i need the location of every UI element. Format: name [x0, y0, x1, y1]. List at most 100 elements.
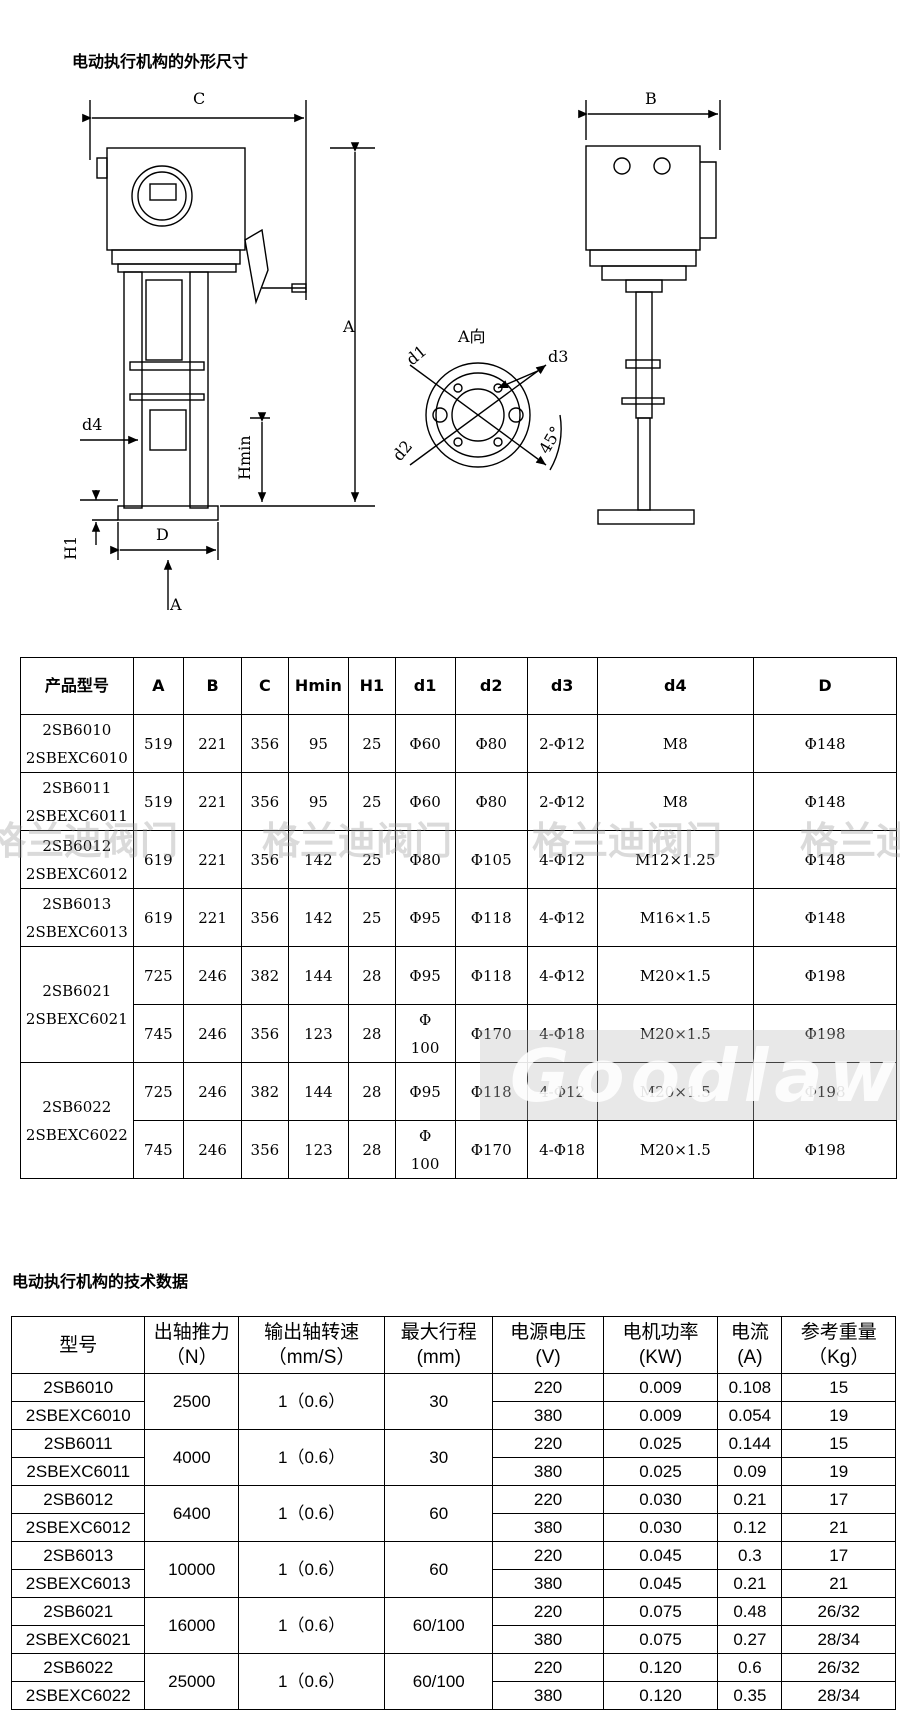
tech-data-table: 型号出轴推力（N）输出轴转速（mm/S）最大行程(mm)电源电压(V)电机功率(… — [10, 1316, 896, 1710]
tech-value-cell: 0.48 — [717, 1597, 783, 1626]
tech-model-cell: 2SB6022 — [10, 1653, 146, 1682]
tech-speed-cell: 1（0.6） — [238, 1597, 386, 1654]
dim-value-cell: 28 — [348, 946, 396, 1005]
tech-model-cell: 2SBEXC6013 — [10, 1569, 146, 1598]
dim-value-cell: 619 — [132, 888, 185, 947]
tech-model-cell: 2SBEXC6022 — [10, 1681, 146, 1710]
dim-label-a-arrow: A — [169, 595, 182, 614]
dim-value-cell: 246 — [183, 1004, 243, 1063]
tech-value-cell: 0.21 — [717, 1569, 783, 1598]
dim-value-cell: 382 — [241, 1062, 289, 1121]
tech-value-cell: 0.025 — [602, 1429, 719, 1458]
dim-value-cell: 4-Φ18 — [526, 1120, 598, 1179]
dim-header-cell: H1 — [348, 657, 396, 715]
dim-value-cell: 221 — [183, 888, 243, 947]
dim-value-cell: 745 — [132, 1120, 185, 1179]
tech-value-cell: 0.21 — [717, 1485, 783, 1514]
actuator-outline-drawing: C B A Hmin d4 D H1 A A向 d1 d2 d3 45° — [61, 89, 721, 614]
dim-value-cell: Φ80 — [454, 714, 528, 773]
watermark-text-3: 格兰迪阀门 — [532, 819, 723, 863]
dim-value-cell: 519 — [132, 714, 185, 773]
dim-value-cell: 745 — [132, 1004, 185, 1063]
dim-header-cell: d3 — [526, 657, 598, 715]
dim-value-cell: Φ148 — [753, 772, 897, 831]
tech-value-cell: 0.120 — [602, 1681, 719, 1710]
tech-data-title: 电动执行机构的技术数据 — [12, 1272, 189, 1291]
tech-value-cell: 0.6 — [717, 1653, 783, 1682]
dim-value-cell: 2-Φ12 — [526, 772, 598, 831]
dim-value-cell: 28 — [348, 1062, 396, 1121]
tech-value-cell: 380 — [492, 1457, 604, 1486]
dim-value-cell: 144 — [287, 946, 350, 1005]
dim-value-cell: 2-Φ12 — [526, 714, 598, 773]
tech-model-cell: 2SB6013 — [10, 1541, 146, 1570]
tech-value-cell: 380 — [492, 1681, 604, 1710]
tech-speed-cell: 1（0.6） — [238, 1653, 386, 1710]
dim-value-cell: 356 — [241, 830, 289, 889]
tech-thrust-cell: 10000 — [144, 1541, 240, 1598]
tech-model-cell: 2SBEXC6012 — [10, 1513, 146, 1542]
tech-value-cell: 380 — [492, 1625, 604, 1654]
tech-model-cell: 2SBEXC6011 — [10, 1457, 146, 1486]
dim-value-cell: Φ80 — [454, 772, 528, 831]
tech-value-cell: 0.108 — [717, 1373, 783, 1402]
tech-model-cell: 2SB6021 — [10, 1597, 146, 1626]
tech-value-cell: 0.045 — [602, 1569, 719, 1598]
dim-value-cell: 221 — [183, 830, 243, 889]
dim-value-cell: 28 — [348, 1120, 396, 1179]
dim-value-cell: Φ198 — [753, 946, 897, 1005]
tech-value-cell: 0.030 — [602, 1485, 719, 1514]
watermark-text-2: 格兰迪阀门 — [262, 819, 453, 863]
tech-value-cell: 380 — [492, 1513, 604, 1542]
dim-value-cell: Φ60 — [394, 772, 456, 831]
dim-value-cell: M20×1.5 — [596, 1004, 755, 1063]
dim-value-cell: Φ95 — [394, 946, 456, 1005]
tech-value-cell: 220 — [492, 1373, 604, 1402]
tech-thrust-cell: 4000 — [144, 1429, 240, 1486]
dim-value-cell: Φ118 — [454, 946, 528, 1005]
dim-value-cell: M20×1.5 — [596, 946, 755, 1005]
dim-value-cell: 356 — [241, 714, 289, 773]
dim-value-cell: 142 — [287, 888, 350, 947]
dim-value-cell: 4-Φ18 — [526, 1004, 598, 1063]
tech-header-cell: 最大行程(mm) — [384, 1316, 494, 1374]
dim-value-cell: 221 — [183, 772, 243, 831]
dim-header-cell: A — [132, 657, 185, 715]
dim-value-cell: Φ170 — [454, 1120, 528, 1179]
dim-value-cell: M12×1.25 — [596, 830, 755, 889]
tech-thrust-cell: 16000 — [144, 1597, 240, 1654]
view-label-a: A向 — [457, 327, 486, 346]
dim-value-cell: 356 — [241, 772, 289, 831]
tech-value-cell: 0.09 — [717, 1457, 783, 1486]
dim-value-cell: Φ148 — [753, 888, 897, 947]
tech-value-cell: 19 — [781, 1401, 896, 1430]
dim-value-cell: Φ60 — [394, 714, 456, 773]
dim-value-cell: Φ170 — [454, 1004, 528, 1063]
dim-label-d: D — [156, 525, 169, 544]
dim-value-cell: M8 — [596, 714, 755, 773]
tech-model-cell: 2SBEXC6010 — [10, 1401, 146, 1430]
tech-value-cell: 0.144 — [717, 1429, 783, 1458]
dim-header-cell: B — [183, 657, 243, 715]
dim-value-cell: M8 — [596, 772, 755, 831]
dim-value-cell: 221 — [183, 714, 243, 773]
tech-model-cell: 2SBEXC6021 — [10, 1625, 146, 1654]
tech-stroke-cell: 60 — [384, 1485, 494, 1542]
tech-speed-cell: 1（0.6） — [238, 1485, 386, 1542]
tech-value-cell: 0.075 — [602, 1597, 719, 1626]
tech-value-cell: 220 — [492, 1541, 604, 1570]
tech-value-cell: 220 — [492, 1597, 604, 1626]
tech-value-cell: 220 — [492, 1653, 604, 1682]
tech-header-cell: 电源电压(V) — [492, 1316, 604, 1374]
tech-value-cell: 0.27 — [717, 1625, 783, 1654]
dim-value-cell: 4-Φ12 — [526, 830, 598, 889]
tech-value-cell: 0.35 — [717, 1681, 783, 1710]
tech-value-cell: 380 — [492, 1569, 604, 1598]
dim-label-d1: d1 — [402, 341, 430, 369]
